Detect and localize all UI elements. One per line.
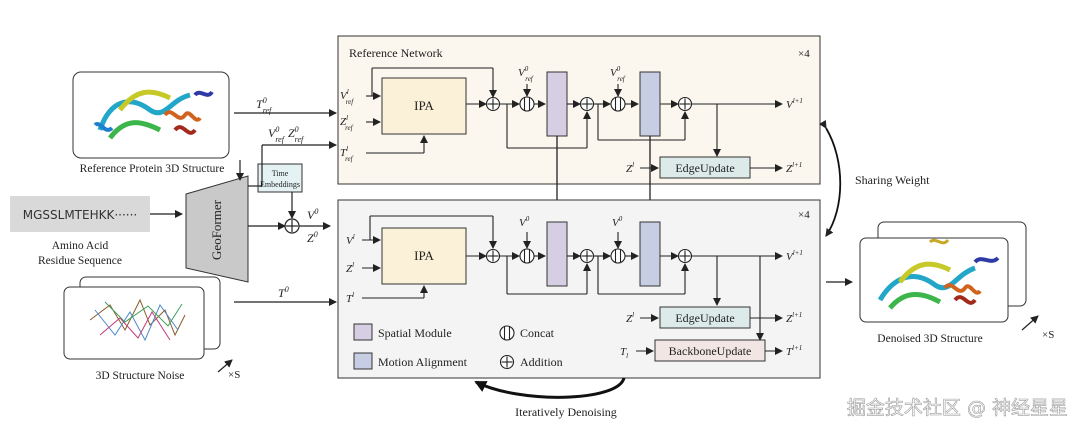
main-out-v: Vl+1: [786, 249, 803, 263]
main-add-op-2: [579, 248, 595, 264]
geoformer-block: [185, 175, 249, 283]
iterative-label: Iteratively Denoising: [515, 405, 617, 419]
time-embeddings-2: Embeddings: [260, 180, 300, 189]
time-add-op: [284, 218, 300, 234]
main-add-op-1: [485, 248, 501, 264]
main-z-edge-in: Zl: [626, 311, 634, 325]
reference-protein-image: [72, 71, 230, 159]
ref-concat-op-2: [610, 96, 626, 112]
main-out-t: Tl+1: [786, 344, 802, 358]
legend-spatial-swatch: [353, 323, 373, 341]
t0-label: T0: [278, 285, 289, 300]
main-in-v: Vl: [346, 233, 355, 247]
sharing-weight-label: Sharing Weight: [855, 173, 930, 187]
main-spatial-module: [546, 221, 568, 287]
sharing-weight-arrow: [818, 119, 842, 237]
noise-caption: 3D Structure Noise: [96, 370, 185, 382]
main-in-z: Zl: [346, 261, 354, 275]
z0-out-label: Z0: [307, 230, 318, 245]
geoformer-label: GeoFormer: [209, 199, 224, 260]
sequence-box: [10, 196, 150, 232]
main-concat-op-2: [610, 248, 626, 264]
v0-out-label: V0: [307, 207, 318, 222]
legend-concat-icon: [499, 325, 515, 341]
ref-concat-op-1: [519, 96, 535, 112]
ref-out-v: Vl+1: [786, 97, 803, 111]
amino-caption-1: Amino Acid: [52, 240, 109, 252]
ref-edge-update-label: EdgeUpdate: [675, 161, 734, 175]
legend-concat-label: Concat: [520, 326, 555, 340]
main-concat-op-1: [519, 248, 535, 264]
main-v0-1: V0: [519, 215, 530, 229]
denoised-caption: Denoised 3D Structure: [877, 333, 982, 345]
amino-caption-2: Residue Sequence: [38, 255, 122, 267]
reference-network-title: Reference Network: [349, 46, 443, 60]
time-embeddings-box: [257, 163, 303, 193]
ref-add-op-2: [579, 96, 595, 112]
legend-motion-swatch: [353, 352, 373, 370]
main-motion-alignment: [639, 221, 661, 287]
main-t-l-in: Tl: [620, 346, 628, 360]
noise-structure-images: [63, 276, 221, 360]
legend-addition-icon: [499, 354, 515, 370]
main-ipa-block: [381, 227, 467, 285]
reference-structure-caption: Reference Protein 3D Structure: [80, 163, 225, 175]
ref-motion-alignment: [639, 71, 661, 137]
main-network-repeat: ×4: [798, 209, 810, 221]
noise-mult: ×S: [228, 369, 240, 381]
ref-z-edge-in: Zl: [626, 161, 634, 175]
time-embeddings-1: Time: [272, 169, 289, 178]
main-edge-update-label: EdgeUpdate: [675, 311, 734, 325]
main-ipa-label: IPA: [414, 248, 434, 263]
reference-network-repeat: ×4: [798, 48, 810, 60]
denoised-structure-image: [859, 221, 1027, 323]
ref-ipa-label: IPA: [414, 98, 434, 113]
legend-spatial-label: Spatial Module: [378, 326, 452, 340]
main-out-z: Zl+1: [786, 311, 802, 325]
main-in-t: Tl: [346, 291, 354, 305]
main-v0-2: V0: [612, 215, 623, 229]
ref-add-op-1: [485, 96, 501, 112]
legend-motion-label: Motion Alignment: [378, 355, 468, 369]
ref-out-z: Zl+1: [786, 161, 802, 175]
ref-ipa-block: [381, 77, 467, 135]
ref-add-op-3: [677, 96, 693, 112]
output-mult: ×S: [1042, 329, 1054, 341]
main-backbone-update-label: BackboneUpdate: [669, 344, 752, 358]
iterative-arrow: [474, 377, 626, 399]
watermark: 掘金技术社区 @ 神经星星: [847, 397, 1068, 419]
main-add-op-3: [677, 248, 693, 264]
ref-spatial-module: [546, 71, 568, 137]
legend-addition-label: Addition: [520, 355, 563, 369]
sequence-text: MGSSLMTEHKK······: [23, 208, 138, 222]
